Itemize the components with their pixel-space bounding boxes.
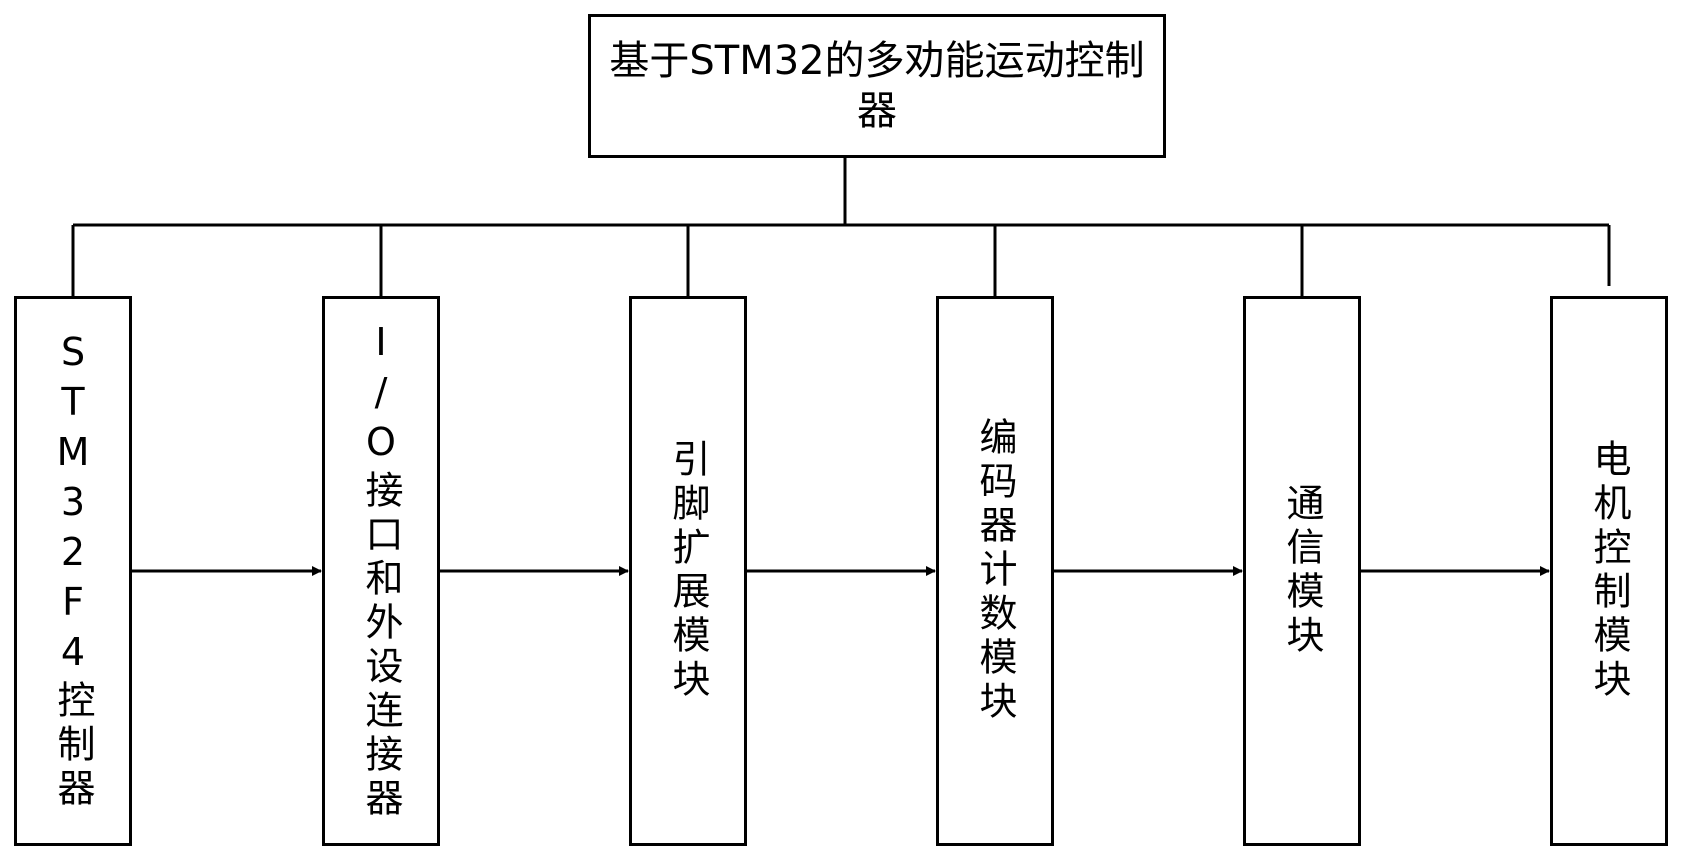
root-label: 基于STM32的多劝能运动控制器 [609, 38, 1145, 134]
tree-connector-lines [71, 158, 1611, 296]
module-stm32f4-controller: STM32F4控制器 [14, 296, 132, 846]
module-io-connector: I/O接口和外设连接器 [322, 296, 440, 846]
module-label: I/O接口和外设连接器 [359, 320, 403, 822]
module-label: 引脚扩展模块 [666, 439, 710, 703]
module-communication: 通信模块 [1243, 296, 1361, 846]
module-label: STM32F4控制器 [51, 330, 95, 812]
module-label: 电机控制模块 [1587, 439, 1631, 703]
module-encoder-counter: 编码器计数模块 [936, 296, 1054, 846]
module-label: 通信模块 [1280, 483, 1324, 659]
module-pin-expansion: 引脚扩展模块 [629, 296, 747, 846]
module-label: 编码器计数模块 [973, 417, 1017, 725]
module-motor-control: 电机控制模块 [1550, 296, 1668, 846]
root-node: 基于STM32的多劝能运动控制器 [588, 14, 1166, 158]
